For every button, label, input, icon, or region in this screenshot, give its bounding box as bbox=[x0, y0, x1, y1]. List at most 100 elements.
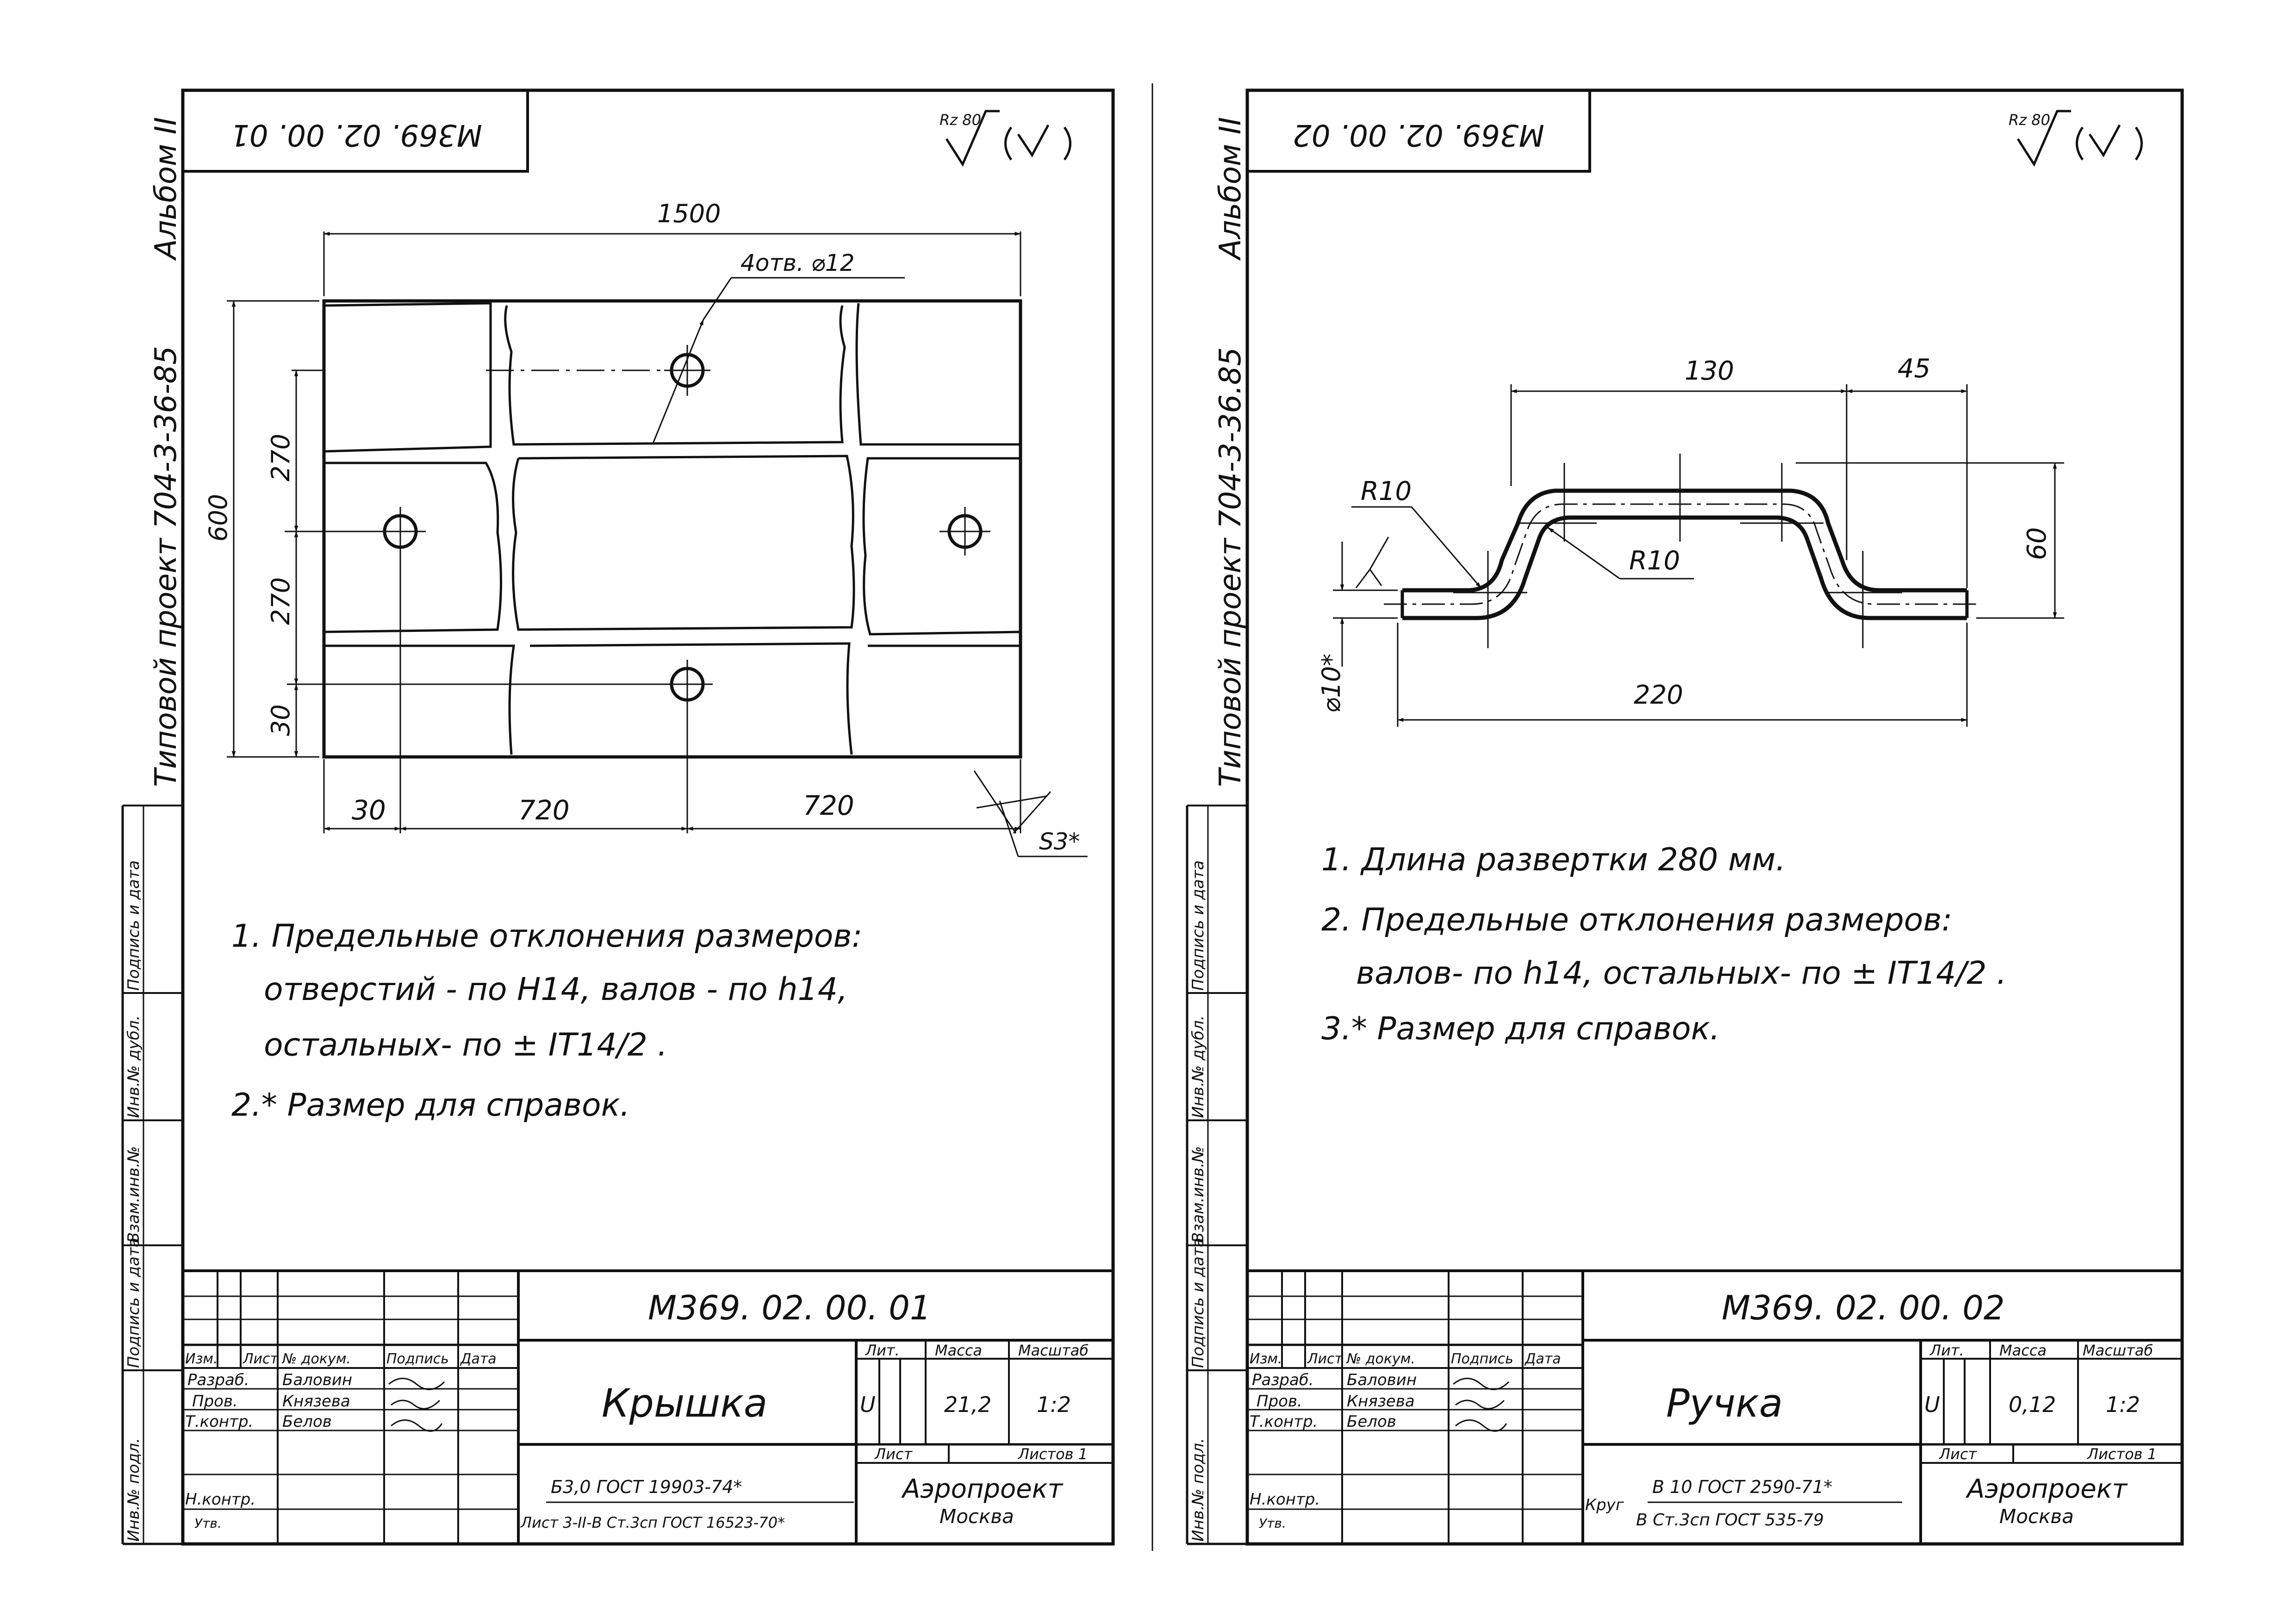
handle-dim-60: 60 bbox=[2022, 527, 2052, 560]
right-sheet-frame bbox=[1245, 88, 2184, 1546]
right-sheet-label: Лист bbox=[1939, 1445, 1977, 1463]
left-person-3: Белов bbox=[282, 1412, 332, 1431]
right-lit-value: U bbox=[1924, 1392, 1940, 1417]
right-scale-value: 1:2 bbox=[2106, 1392, 2140, 1417]
left-scale-value: 1:2 bbox=[1037, 1392, 1071, 1417]
right-sheet: Инв.№ подл. Подпись и дата Взам.инв.№ Ин… bbox=[1186, 88, 2184, 1546]
left-col-list: Лист bbox=[243, 1351, 279, 1367]
lid-note-1-cont-a: отверстий - по Н14, валов - по h14, bbox=[264, 971, 848, 1008]
left-row-nkontr: Н.контр. bbox=[185, 1490, 255, 1509]
left-col-doc: № докум. bbox=[281, 1351, 351, 1367]
right-side-label-inv-dubl: Инв.№ дубл. bbox=[1189, 1015, 1207, 1118]
left-stamp-code: М369. 02. 00. 01 bbox=[648, 1288, 931, 1327]
right-side-label-strip: Инв.№ подл. Подпись и дата Взам.инв.№ Ин… bbox=[1187, 805, 1247, 1544]
right-row-razrab: Разраб. bbox=[1252, 1371, 1314, 1389]
right-roughness-sign: Rz 80 bbox=[2009, 110, 2143, 167]
right-top-code-box bbox=[1246, 89, 1591, 173]
handle-drawing: R10 R10 bbox=[1351, 454, 1976, 648]
left-sheet-label: Лист bbox=[874, 1445, 913, 1463]
left-title-block: Изм. Лист № докум. Подпись Дата Разраб. … bbox=[183, 1269, 1113, 1544]
left-row-prov: Пров. bbox=[192, 1392, 238, 1411]
left-row-razrab: Разраб. bbox=[187, 1371, 249, 1389]
handle-dim-130: 130 bbox=[1685, 356, 1734, 386]
lid-dim-30-vertical: 30 bbox=[266, 704, 295, 736]
handle-rod-outer bbox=[1402, 488, 1967, 593]
left-mass-value: 21,2 bbox=[944, 1392, 991, 1417]
left-side-label-strip: Инв.№ подл. Подпись и дата Взам.инв.№ Ин… bbox=[123, 805, 183, 1544]
left-part-name: Крышка bbox=[602, 1380, 767, 1426]
lid-dim-30-horizontal: 30 bbox=[352, 794, 386, 826]
left-side-label-inv-dubl: Инв.№ дубл. bbox=[124, 1015, 143, 1118]
right-hdr-scale: Масштаб bbox=[2083, 1342, 2153, 1359]
left-person-1: Баловин bbox=[282, 1371, 352, 1389]
left-hdr-scale: Масштаб bbox=[1018, 1342, 1089, 1359]
right-row-utv: Утв. bbox=[1259, 1516, 1286, 1531]
right-row-nkontr: Н.контр. bbox=[1250, 1490, 1320, 1509]
left-row-tkontr: Т.контр. bbox=[185, 1412, 253, 1431]
left-side-label-inv-podl: Инв.№ подл. bbox=[124, 1438, 143, 1542]
lid-plate-outline bbox=[322, 299, 1022, 759]
handle-note-2: 2. Предельные отклонения размеров: bbox=[1321, 902, 1952, 938]
left-hdr-mass: Масса bbox=[935, 1342, 982, 1359]
left-side-label-vzam: Взам.инв.№ bbox=[124, 1146, 143, 1243]
handle-note-2-cont: валов- по h14, остальных- по ± IT14/2 . bbox=[1356, 955, 2007, 992]
right-top-code: М369. 02. 00. 02 bbox=[1293, 118, 1544, 152]
left-col-sign: Подпись bbox=[386, 1351, 449, 1367]
left-top-code: М369. 02. 00. 01 bbox=[230, 118, 482, 152]
right-sheets-count: Листов 1 bbox=[2087, 1445, 2157, 1463]
right-org-city: Москва bbox=[1999, 1505, 2074, 1528]
handle-radius-right: R10 bbox=[1629, 546, 1680, 576]
left-hdr-lit: Лит. bbox=[865, 1342, 900, 1359]
left-org-name: Аэропроект bbox=[901, 1474, 1064, 1504]
lid-dim-720-right: 720 bbox=[803, 790, 854, 821]
right-col-sign: Подпись bbox=[1451, 1351, 1513, 1367]
right-org-name: Аэропроект bbox=[1966, 1474, 2128, 1504]
right-hdr-lit: Лит. bbox=[1929, 1342, 1964, 1359]
right-side-label-sign-date-1: Подпись и дата bbox=[1189, 1237, 1207, 1368]
left-lit-value: U bbox=[860, 1392, 876, 1417]
right-side-label-inv-podl: Инв.№ подл. bbox=[1189, 1438, 1207, 1542]
lid-plate-drawing: 4отв. ⌀12 bbox=[285, 250, 1022, 833]
left-sheet: Инв.№ подл. Подпись и дата Взам.инв.№ Ин… bbox=[121, 88, 1115, 1546]
right-person-3: Белов bbox=[1347, 1412, 1396, 1431]
handle-radius-left: R10 bbox=[1361, 476, 1412, 506]
left-person-2: Князева bbox=[282, 1392, 350, 1411]
left-album-label: Альбом II bbox=[149, 117, 183, 261]
right-project-label: Типовой проект 704-3-36.85 bbox=[1213, 347, 1248, 787]
lid-dim-1500: 1500 bbox=[657, 199, 721, 228]
left-material-1: Б3,0 ГОСТ 19903-74* bbox=[551, 1477, 742, 1497]
left-row-utv: Утв. bbox=[194, 1516, 222, 1531]
right-row-tkontr: Т.контр. bbox=[1250, 1412, 1318, 1431]
handle-dim-220: 220 bbox=[1634, 680, 1683, 710]
right-album-label: Альбом II bbox=[1213, 117, 1248, 261]
left-side-label-sign-date-1: Подпись и дата bbox=[124, 1237, 143, 1368]
right-hdr-mass: Масса bbox=[1999, 1342, 2047, 1359]
handle-notes: 1. Длина развертки 280 мм. 2. Предельные… bbox=[1321, 842, 2007, 1047]
lid-dim-270-top: 270 bbox=[266, 434, 295, 481]
right-title-block: Изм. Лист № докум. Подпись Дата Разраб. … bbox=[1247, 1269, 2182, 1544]
left-project-label: Типовой проект 704-3-36-85 bbox=[149, 346, 183, 787]
right-material-prefix: Круг bbox=[1585, 1496, 1624, 1514]
handle-note-1: 1. Длина развертки 280 мм. bbox=[1321, 842, 1786, 878]
right-part-name: Ручка bbox=[1666, 1380, 1783, 1426]
handle-diameter: ⌀10* bbox=[1317, 654, 1346, 713]
handle-dimensions: 130 45 60 220 ⌀10* bbox=[1317, 354, 2064, 727]
right-col-date: Дата bbox=[1524, 1351, 1561, 1367]
left-roughness-label: Rz 80 bbox=[940, 111, 981, 129]
lid-thickness-label: S3* bbox=[1039, 828, 1080, 855]
left-roughness-sign: Rz 80 bbox=[940, 110, 1071, 167]
right-material-1: В 10 ГОСТ 2590-71* bbox=[1652, 1477, 1832, 1497]
lid-holes-label: 4отв. ⌀12 bbox=[740, 250, 855, 276]
handle-note-3: 3.* Размер для справок. bbox=[1321, 1011, 1720, 1047]
left-col-date: Дата bbox=[460, 1351, 497, 1367]
handle-dim-45: 45 bbox=[1898, 354, 1930, 384]
left-sheets-count: Листов 1 bbox=[1018, 1445, 1088, 1463]
lid-dim-600: 600 bbox=[204, 494, 233, 542]
right-side-label-sign-date-2: Подпись и дата bbox=[1189, 860, 1207, 991]
right-col-doc: № докум. bbox=[1346, 1351, 1415, 1367]
lid-dim-720-left: 720 bbox=[518, 794, 570, 826]
right-person-2: Князева bbox=[1347, 1392, 1415, 1411]
lid-note-1: 1. Предельные отклонения размеров: bbox=[231, 918, 862, 955]
left-material-2: Лист 3-II-В Ст.3сп ГОСТ 16523-70* bbox=[520, 1514, 785, 1531]
